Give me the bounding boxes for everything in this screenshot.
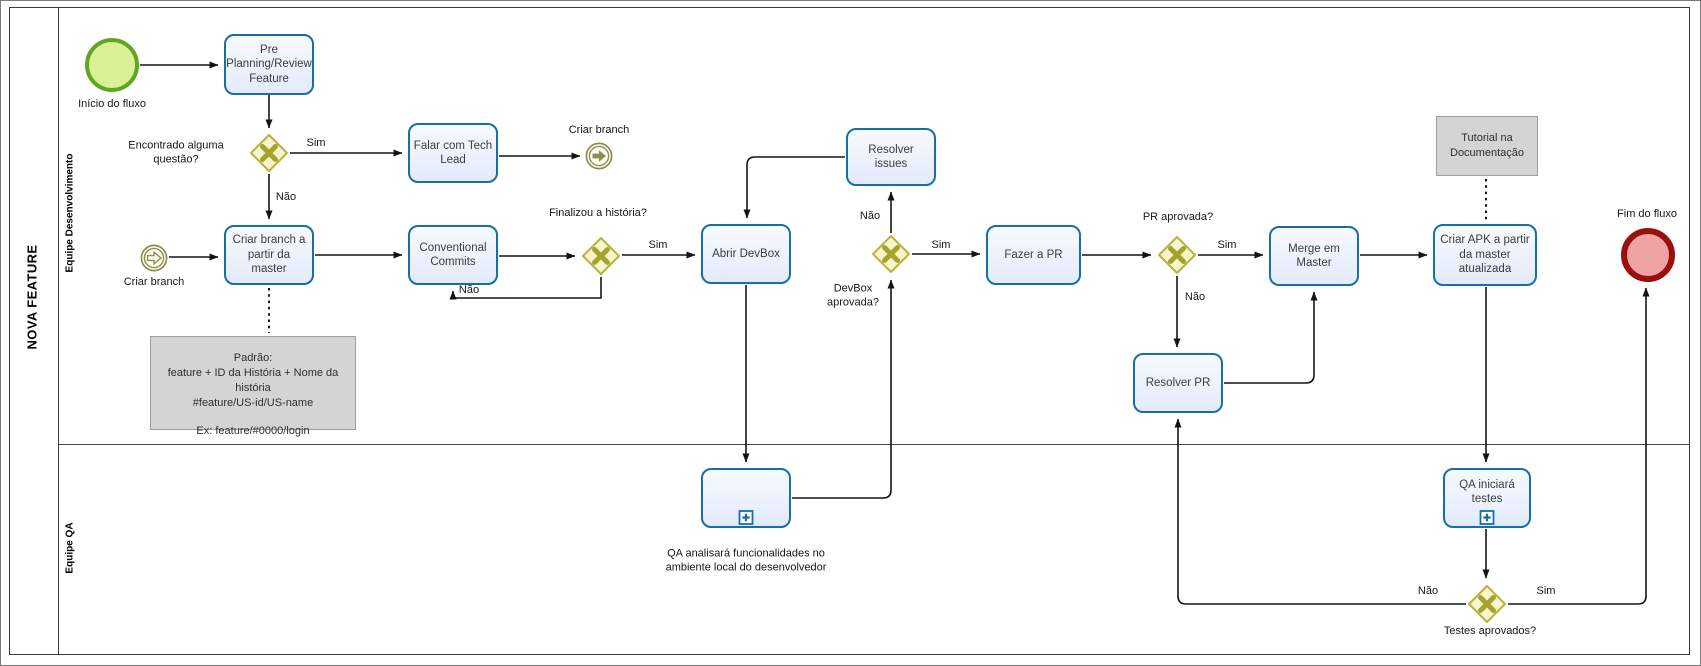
- flow-label-sim: Sim: [1536, 585, 1556, 598]
- flow-qa-analise-to-gw3: [792, 279, 895, 499]
- flow-label-nao: Não: [458, 284, 480, 297]
- exclusive-gateway-icon: [250, 134, 288, 172]
- annotation-tutorial[interactable]: Tutorial na Documentação: [1436, 116, 1538, 176]
- start-event-label: Início do fluxo: [78, 98, 146, 111]
- end-event[interactable]: [1621, 228, 1675, 282]
- flow-label-sim: Sim: [306, 137, 326, 150]
- gateway-finalizou-historia[interactable]: [581, 236, 621, 276]
- gateway-testes-aprovados[interactable]: [1467, 584, 1507, 624]
- gateway-encontrado-questao-label: Encontrado alguma questão?: [128, 139, 224, 165]
- task-resolver-pr[interactable]: Resolver PR: [1133, 353, 1223, 413]
- flow-label-nao: Não: [1184, 291, 1206, 304]
- subprocess-qa-analise-label: QA analisará funcionalidades no ambiente…: [665, 547, 827, 573]
- task-criar-apk[interactable]: Criar APK a partir da master atualizada: [1433, 224, 1537, 286]
- gateway-devbox-aprovada[interactable]: [871, 234, 911, 274]
- exclusive-gateway-icon: [872, 235, 910, 273]
- link-catch-label: Criar branch: [123, 276, 185, 289]
- subprocess-qa-testes[interactable]: QA iniciará testes: [1443, 468, 1531, 528]
- flow-resolverissues-to-devbox: [743, 156, 845, 219]
- annotation-line: Ex: feature/#0000/login: [196, 425, 310, 437]
- flow-label-sim: Sim: [931, 239, 951, 252]
- subprocess-qa-analise[interactable]: [701, 468, 791, 528]
- flow-label-nao: Não: [1417, 585, 1439, 598]
- gateway-finalizou-historia-label: Finalizou a história?: [549, 207, 647, 220]
- start-event[interactable]: [85, 38, 139, 92]
- task-pre-planning[interactable]: Pre Planning/Review Feature: [224, 34, 314, 95]
- subprocess-qa-testes-label: QA iniciará testes: [1459, 479, 1515, 506]
- intermediate-link-throw-event[interactable]: [585, 142, 613, 170]
- task-merge-master[interactable]: Merge em Master: [1269, 226, 1359, 286]
- annotation-tutorial-text: Tutorial na Documentação: [1450, 132, 1524, 159]
- annotation-branch-pattern[interactable]: Padrão: feature + ID da História + Nome …: [150, 336, 356, 437]
- task-criar-branch-master[interactable]: Criar branch a partir da master: [224, 225, 314, 285]
- flow-gw5-nao-to-resolverpr: [1174, 418, 1466, 605]
- subprocess-plus-icon: [1479, 510, 1495, 525]
- gateway-devbox-aprovada-label: DevBox aprovada?: [827, 282, 879, 308]
- task-conventional-commits[interactable]: Conventional Commits: [408, 225, 498, 285]
- annotation-line: #feature/US-id/US-name: [192, 397, 314, 409]
- pool-nova-feature: [9, 7, 1690, 655]
- link-throw-label: Criar branch: [568, 124, 630, 137]
- task-falar-tech-lead[interactable]: Falar com Tech Lead: [408, 123, 498, 183]
- flow-resolverpr-to-merge: [1224, 291, 1318, 384]
- subprocess-plus-icon: [738, 510, 754, 525]
- exclusive-gateway-icon: [582, 237, 620, 275]
- gateway-encontrado-questao[interactable]: [249, 133, 289, 173]
- pool-label-divider: [58, 7, 59, 655]
- exclusive-gateway-icon: [1468, 585, 1506, 623]
- task-resolver-issues[interactable]: Resolver issues: [846, 128, 936, 186]
- intermediate-link-catch-event[interactable]: [140, 244, 168, 272]
- lane-divider: [59, 444, 1690, 445]
- gateway-pr-aprovada[interactable]: [1157, 235, 1197, 275]
- flow-gw5-sim-to-end: [1508, 287, 1650, 605]
- flow-gw2-nao-loop-commits: [449, 277, 602, 300]
- exclusive-gateway-icon: [1158, 236, 1196, 274]
- task-abrir-devbox[interactable]: Abrir DevBox: [701, 224, 791, 284]
- flow-label-nao: Não: [275, 191, 297, 204]
- link-throw-arrow-icon: [585, 142, 613, 170]
- flow-label-sim: Sim: [1217, 239, 1237, 252]
- flow-label-sim: Sim: [648, 239, 668, 252]
- task-fazer-pr[interactable]: Fazer a PR: [986, 225, 1081, 285]
- annotation-line: feature + ID da História + Nome da histó…: [167, 367, 339, 394]
- gateway-testes-aprovados-label: Testes aprovados?: [1443, 625, 1537, 638]
- annotation-line: Padrão:: [233, 352, 273, 364]
- link-catch-arrow-icon: [140, 244, 168, 272]
- gateway-pr-aprovada-label: PR aprovada?: [1142, 211, 1214, 224]
- flow-label-nao: Não: [859, 210, 881, 223]
- end-event-label: Fim do fluxo: [1617, 208, 1677, 221]
